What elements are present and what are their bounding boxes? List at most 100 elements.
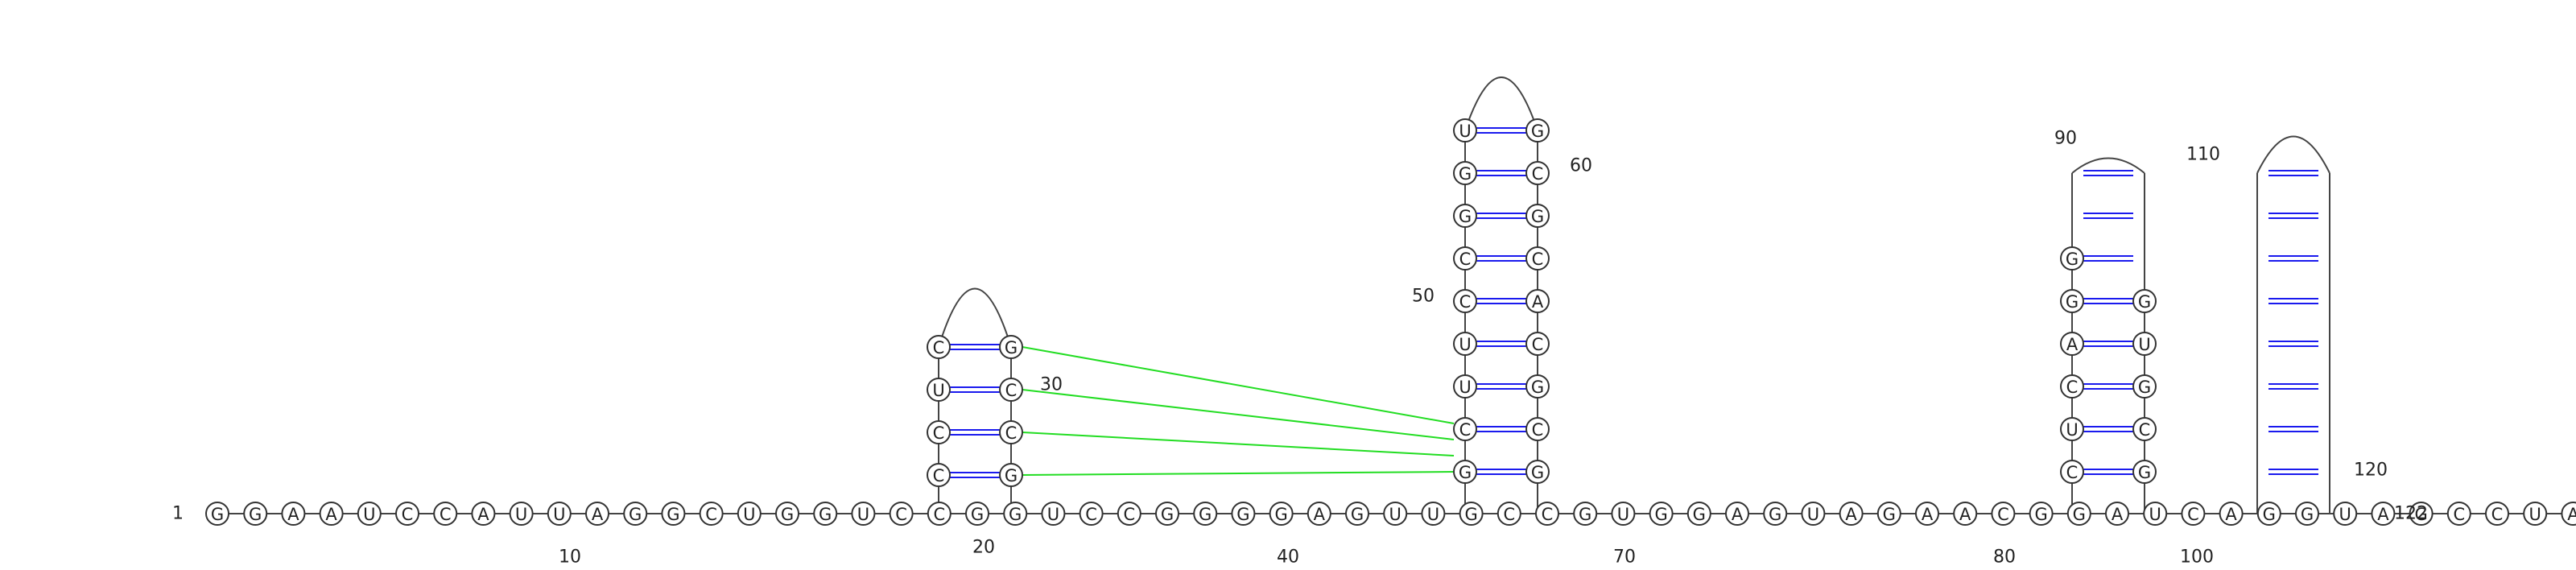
nucleotide-letter: U [1459,122,1471,141]
nucleotide-letter: A [2112,505,2124,524]
nucleotide-circle [737,502,762,526]
nucleotide-letter: G [1459,207,1472,226]
nucleotide-letter: U [1459,335,1471,354]
nucleotide: A [1915,502,1939,526]
nucleotide-circle [2060,460,2084,484]
nucleotide: G [205,502,229,526]
nucleotide-letter: C [1085,505,1097,524]
nucleotide-letter: C [1532,335,1544,354]
nucleotide-circle [2066,502,2091,526]
nucleotide-circle [2029,502,2054,526]
nucleotide-letter: G [1459,164,1472,184]
nucleotide: C [999,420,1023,444]
nucleotide: C [1117,502,1141,526]
nucleotide-letter: C [1459,292,1472,312]
nucleotide-letter: G [1769,505,1781,524]
nucleotide: G [1231,502,1256,526]
nucleotide-circle [1649,502,1674,526]
position-number-label: 50 [1412,287,1435,307]
nucleotide-circle [999,378,1023,402]
nucleotide: U [1453,374,1477,399]
position-number-label: 110 [2186,145,2220,165]
nucleotide-circle [1525,161,1550,185]
nucleotide-circle [1453,374,1477,399]
nucleotide: C [2485,502,2509,526]
nucleotide: C [927,420,951,444]
nucleotide-circle [2219,502,2244,526]
nucleotide-circle [1155,502,1179,526]
nucleotide-circle [2143,502,2168,526]
nucleotide-circle [1383,502,1408,526]
nucleotide-circle [1453,118,1477,142]
position-number-label: 30 [1040,375,1063,395]
nucleotide-circle [623,502,648,526]
nucleotide-letter: G [1351,505,1364,524]
nucleotide-letter: G [1199,505,1212,524]
nucleotide-circle [1991,502,2016,526]
nucleotide-circle [1725,502,1749,526]
nucleotide-letter: U [932,381,944,400]
nucleotide-circle [1453,161,1477,185]
nucleotide-letter: G [249,505,262,524]
nucleotide-circle [1611,502,1636,526]
nucleotide-circle [927,378,951,402]
nucleotide-letter: G [1883,505,1896,524]
nucleotide-circle [1573,502,1598,526]
nucleotide-circle [927,502,952,526]
nucleotide-circle [2333,502,2358,526]
nucleotide: U [1421,502,1446,526]
nucleotide-circle [2060,332,2084,356]
nucleotide-letter: C [933,338,945,357]
nucleotide-circle [1041,502,1066,526]
nucleotide-circle [927,463,951,487]
nucleotide: A [1525,289,1550,313]
nucleotide-circle [927,335,951,359]
nucleotide-letter: G [2138,378,2151,397]
nucleotide-letter: U [1459,378,1471,397]
nucleotide: U [1801,502,1826,526]
position-number-label: 10 [559,547,581,568]
nucleotide-letter: G [819,505,832,524]
nucleotide-circle [999,335,1023,359]
nucleotide-letter: A [325,505,337,524]
nucleotide-letter: G [2138,292,2151,312]
nucleotide-letter: A [477,505,489,524]
nucleotide-letter: A [1922,505,1934,524]
hairpin-loop-backbone [2071,157,2145,174]
nucleotide-letter: C [440,505,452,524]
nucleotide-circle [1953,502,1978,526]
nucleotide-circle [813,502,838,526]
nucleotide-circle [1453,417,1477,441]
nucleotide: G [2029,502,2054,526]
nucleotide: U [1383,502,1408,526]
nucleotide: G [1453,460,1477,484]
nucleotide-letter: G [1459,463,1472,482]
nucleotide-letter: C [1459,420,1472,440]
nucleotide: G [2409,502,2434,526]
nucleotide: G [1763,502,1788,526]
nucleotide: G [999,335,1023,359]
nucleotide-letter: G [1531,463,1544,482]
nucleotide-circle [1525,332,1550,356]
nucleotide-letter: U [1047,505,1059,524]
nucleotide-letter: C [1459,250,1472,269]
nucleotide: C [1496,502,1521,526]
nucleotide-circle [1763,502,1788,526]
nucleotide: U [2143,502,2168,526]
nucleotide-circle [699,502,724,526]
backbone-layer [217,76,2576,517]
hairpin-loop-backbone [2256,135,2330,174]
nucleotide-letter: C [705,505,717,524]
nucleotide-letter: U [1807,505,1819,524]
nucleotide-circle [1525,204,1550,228]
nucleotide-letter: C [1532,250,1544,269]
nucleotide-circle [2181,502,2206,526]
nucleotide-circle [2256,502,2281,526]
nucleotide: C [927,502,952,526]
nucleotide-circle [661,502,686,526]
nucleotide-circle [319,502,344,526]
nucleotide-circle [1525,289,1550,313]
base-pair-layer [950,127,2318,478]
